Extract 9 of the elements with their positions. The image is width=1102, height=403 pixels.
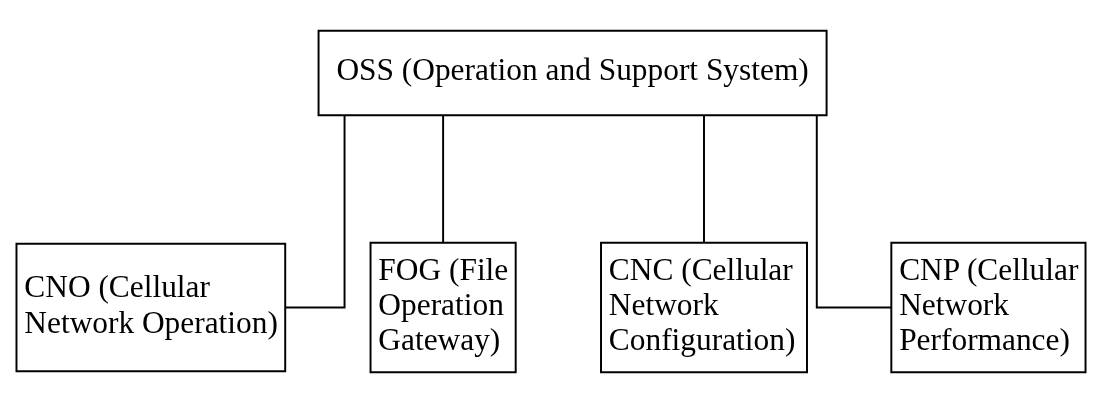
connector bbox=[815, 114, 893, 309]
node-box: OSS (Operation and Support System) bbox=[317, 29, 828, 117]
node-box: CNO (Cellular Network Operation) bbox=[15, 242, 287, 373]
connector bbox=[703, 114, 705, 244]
connector bbox=[442, 114, 445, 244]
node-box: CNP (Cellular Network Performance) bbox=[890, 241, 1087, 374]
node-box: CNC (Cellular Network Configuration) bbox=[600, 241, 808, 374]
connector bbox=[284, 114, 346, 309]
node-box: FOG (File Operation Gateway) bbox=[369, 241, 517, 374]
